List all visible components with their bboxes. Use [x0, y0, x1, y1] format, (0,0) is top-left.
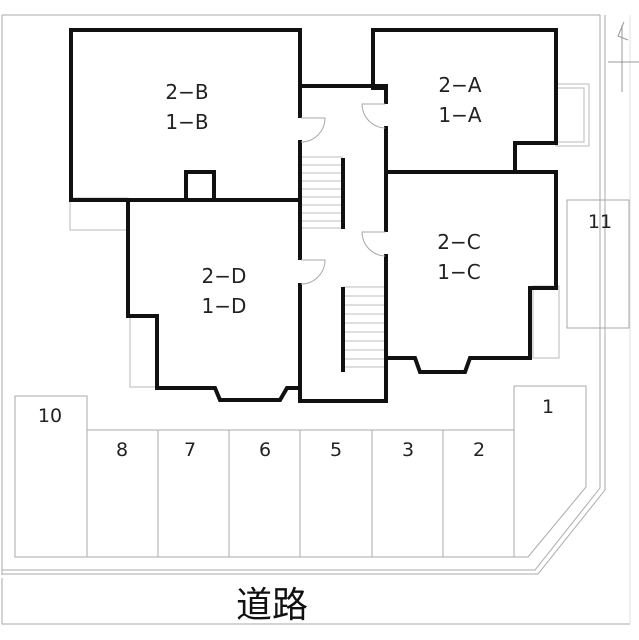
unit-a-upper: 2−A — [438, 73, 481, 97]
unit-d-upper: 2−D — [202, 264, 247, 288]
doors — [297, 103, 389, 285]
parking-labels: 10 8 7 6 5 3 2 1 11 — [38, 211, 612, 461]
unit-d-lower: 1−D — [202, 294, 247, 318]
unit-c-upper: 2−C — [437, 230, 480, 254]
parking-slot-2: 2 — [473, 439, 485, 461]
unit-b-upper: 2−B — [165, 80, 208, 104]
unit-a-lower: 1−A — [438, 103, 481, 127]
parking-slot-5: 5 — [330, 439, 342, 461]
parking-slot-3: 3 — [402, 439, 414, 461]
unit-b-lower: 1−B — [165, 110, 208, 134]
parking-area — [14, 199, 630, 558]
parking-slot-11: 11 — [588, 211, 612, 233]
stairs — [302, 156, 384, 372]
unit-b-label: 2−B 1−B — [165, 80, 208, 134]
stair-lower — [341, 286, 384, 372]
parking-slot-8: 8 — [116, 439, 128, 461]
building-walls — [69, 28, 558, 403]
parking-slot-10: 10 — [38, 405, 62, 427]
parking-slot-1: 1 — [542, 396, 554, 418]
road-label: 道路 — [236, 585, 308, 626]
unit-c-label: 2−C 1−C — [437, 230, 480, 284]
north-arrow-icon — [608, 21, 639, 92]
parking-slot-6: 6 — [259, 439, 271, 461]
unit-a-label: 2−A 1−A — [438, 73, 481, 127]
balcony-outlines — [69, 83, 590, 388]
stair-upper — [302, 156, 345, 229]
site-boundary — [1, 14, 631, 625]
unit-d-label: 2−D 1−D — [202, 264, 247, 318]
unit-c-lower: 1−C — [437, 260, 480, 284]
parking-slot-7: 7 — [184, 439, 196, 461]
